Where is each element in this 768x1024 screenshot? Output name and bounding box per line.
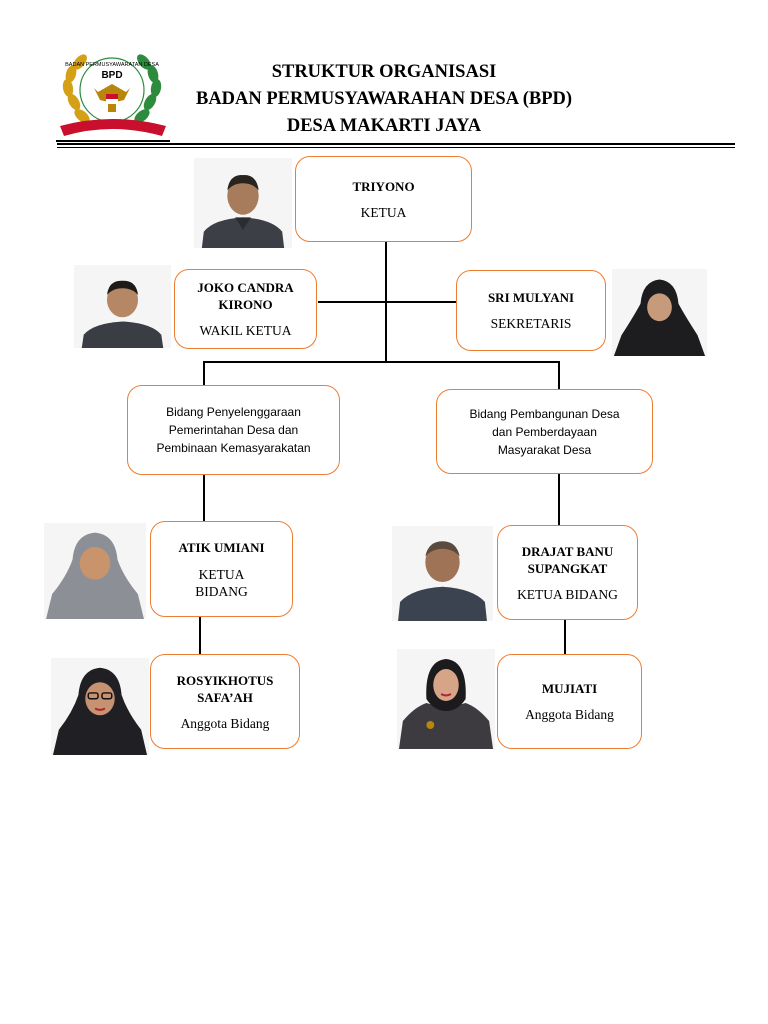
left-head-photo xyxy=(44,523,146,619)
photo-hijab-woman-icon xyxy=(51,658,149,755)
left-member-photo xyxy=(51,658,149,755)
left-member-box: ROSYIKHOTUS SAFA’AH Anggota Bidang xyxy=(150,654,300,749)
vice-chair-role: WAKIL KETUA xyxy=(199,323,292,338)
chair-role: KETUA xyxy=(360,204,407,220)
right-member-box: MUJIATI Anggota Bidang xyxy=(497,654,642,749)
svg-text:BPD: BPD xyxy=(101,70,122,81)
header-divider-thin xyxy=(57,147,735,148)
connector-right-head xyxy=(558,473,560,525)
division-left-line-2: Pemerintahan Desa dan xyxy=(168,423,299,437)
secretary-photo xyxy=(612,269,707,356)
chair-photo xyxy=(194,158,292,248)
right-head-name-line-2: SUPANGKAT xyxy=(527,560,608,576)
secretary-box: SRI MULYANI SEKRETARIS xyxy=(456,270,606,351)
right-member-role: Anggota Bidang xyxy=(525,707,614,722)
connector-left-division xyxy=(203,361,205,386)
connector-divisions-bar xyxy=(203,361,560,363)
photo-hijab-woman-icon xyxy=(397,649,495,749)
division-right-line-1: Bidang Pembangunan Desa xyxy=(469,406,620,421)
secretary-role: SEKRETARIS xyxy=(490,316,572,331)
right-head-box: DRAJAT BANU SUPANGKAT KETUA BIDANG xyxy=(497,525,638,620)
svg-text:BADAN PERMUSYAWARATAN DESA: BADAN PERMUSYAWARATAN DESA xyxy=(65,62,159,68)
left-member-role: Anggota Bidang xyxy=(180,715,270,731)
left-head-role-line-1: KETUA xyxy=(198,566,245,582)
division-right-box: Bidang Pembangunan Desa dan Pemberdayaan… xyxy=(436,389,653,474)
chart-title-line-2: BADAN PERMUSYAWARAHAN DESA (BPD) xyxy=(195,89,573,109)
chair-name: TRIYONO xyxy=(352,178,415,194)
photo-hijab-woman-icon xyxy=(44,523,146,619)
division-left-line-3: Pembinaan Kemasyarakatan xyxy=(156,441,311,455)
vice-chair-photo xyxy=(74,265,171,348)
division-right-line-2: dan Pemberdayaan xyxy=(492,424,597,439)
left-head-box: ATIK UMIANI KETUA BIDANG xyxy=(150,521,293,617)
right-head-role: KETUA BIDANG xyxy=(517,586,618,602)
connector-right-division xyxy=(558,361,560,389)
left-member-name-line-2: SAFA’AH xyxy=(197,689,253,705)
photo-man-icon xyxy=(74,265,171,348)
header-divider xyxy=(57,143,735,145)
chair-box: TRIYONO KETUA xyxy=(295,156,472,242)
division-left-line-1: Bidang Penyelenggaraan xyxy=(166,405,301,419)
photo-hijab-woman-icon xyxy=(612,269,707,356)
division-left-box: Bidang Penyelenggaraan Pemerintahan Desa… xyxy=(127,385,340,475)
vice-chair-name-line-1: JOKO CANDRA xyxy=(197,280,294,295)
vice-chair-name-line-2: KIRONO xyxy=(218,297,273,312)
photo-man-icon xyxy=(392,526,493,621)
division-right-line-3: Masyarakat Desa xyxy=(497,442,592,457)
connector-right-member xyxy=(564,620,566,655)
left-head-role-line-2: BIDANG xyxy=(195,583,248,599)
right-head-name-line-1: DRAJAT BANU xyxy=(521,543,614,559)
connector-left-head xyxy=(203,474,205,522)
connector-vice-secretary xyxy=(318,301,456,303)
vice-chair-box: JOKO CANDRA KIRONO WAKIL KETUA xyxy=(174,269,317,349)
connector-left-member xyxy=(199,617,201,655)
chart-title-line-3: DESA MAKARTI JAYA xyxy=(286,116,482,136)
bpd-logo-icon: BADAN PERMUSYAWARATAN DESA BPD xyxy=(54,44,172,146)
photo-man-icon xyxy=(194,158,292,248)
right-member-photo xyxy=(397,649,495,749)
secretary-name: SRI MULYANI xyxy=(487,290,575,305)
left-head-name: ATIK UMIANI xyxy=(178,539,265,555)
chart-title-line-1: STRUKTUR ORGANISASI xyxy=(271,62,497,82)
right-head-photo xyxy=(392,526,493,621)
left-member-name-line-1: ROSYIKHOTUS xyxy=(176,672,274,688)
right-member-name: MUJIATI xyxy=(541,681,598,696)
